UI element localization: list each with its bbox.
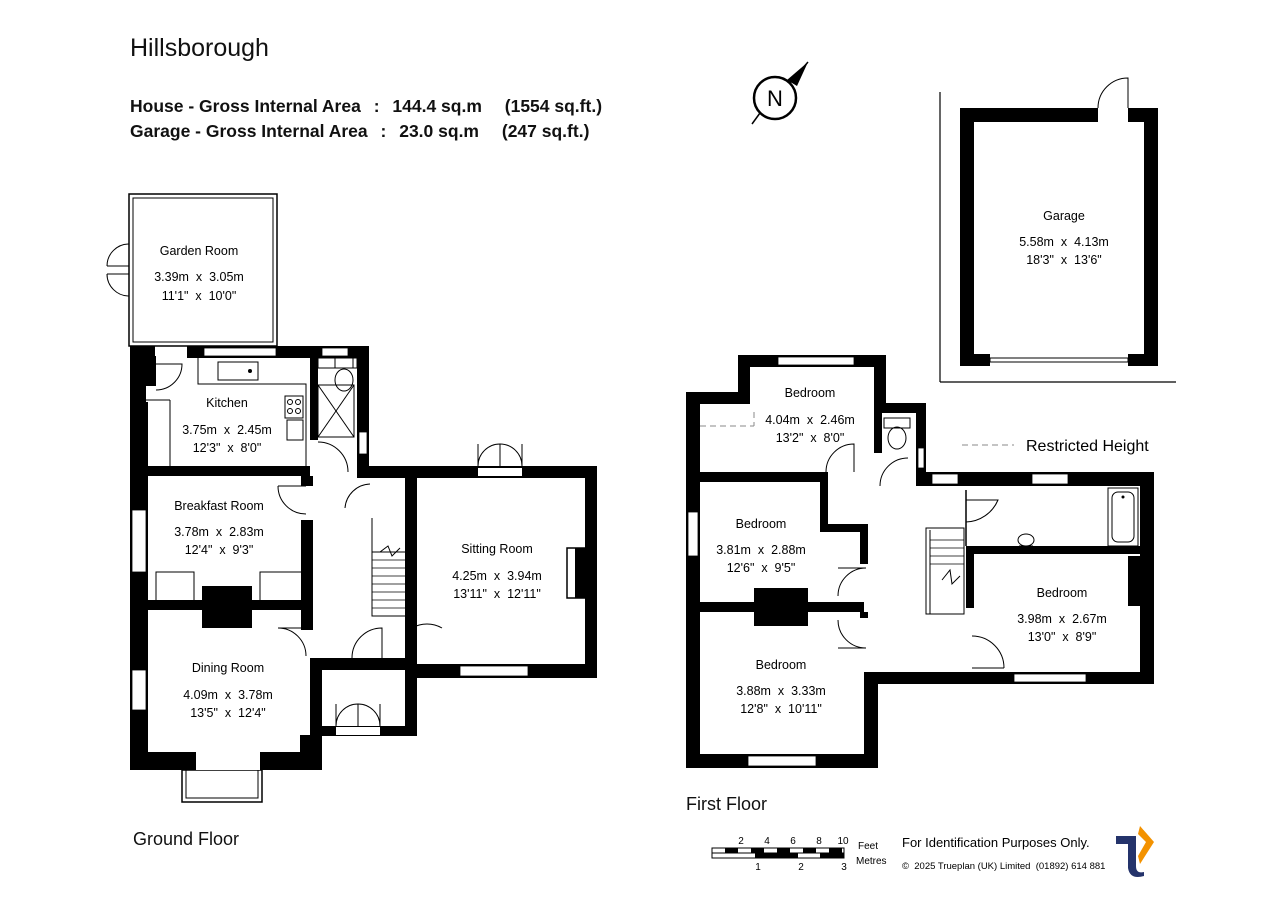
garage-plan: [939, 77, 1176, 383]
house-area-label: House - Gross Internal Area: [130, 96, 361, 116]
svg-text:12'8" x 10'11": 12'8" x 10'11": [740, 702, 822, 716]
svg-text:Kitchen: Kitchen: [206, 396, 248, 410]
svg-text:3.88m x 3.33m: 3.88m x 3.33m: [736, 684, 826, 698]
bedroom-1-label: Bedroom 4.04m x 2.46m 13'2" x 8'0": [765, 386, 855, 445]
garden-room-label: Garden Room 3.39m x 3.05m 11'1" x 10'0": [154, 244, 244, 303]
garage-area-imperial: (247 sq.ft.): [501, 121, 590, 141]
metres-label: Metres: [856, 856, 887, 867]
house-area-line: House - Gross Internal Area : 144.4 sq.m…: [130, 96, 602, 117]
svg-text:4.04m x 2.46m: 4.04m x 2.46m: [765, 413, 855, 427]
svg-text:3.39m x 3.05m: 3.39m x 3.05m: [154, 270, 244, 284]
dining-room-label: Dining Room 4.09m x 3.78m 13'5" x 12'4": [183, 661, 273, 720]
svg-text:5.58m x 4.13m: 5.58m x 4.13m: [1019, 235, 1109, 249]
metre-tick-1: 1: [755, 862, 761, 873]
svg-text:13'0" x 8'9": 13'0" x 8'9": [1028, 630, 1097, 644]
svg-text:Breakfast Room: Breakfast Room: [174, 499, 264, 513]
svg-text:3.78m x 2.83m: 3.78m x 2.83m: [174, 525, 264, 539]
garage-area-metric: 23.0 sq.m: [399, 121, 479, 141]
feet-tick-4: 4: [764, 836, 770, 847]
bedroom-2-label: Bedroom 3.81m x 2.88m 12'6" x 9'5": [716, 517, 806, 575]
svg-text:18'3" x 13'6": 18'3" x 13'6": [1026, 253, 1102, 267]
trueplan-logo-icon: [1116, 826, 1154, 877]
garage-area-separator: :: [380, 121, 387, 141]
svg-text:Dining Room: Dining Room: [192, 661, 264, 675]
svg-text:Sitting Room: Sitting Room: [461, 542, 533, 556]
svg-text:Bedroom: Bedroom: [1037, 586, 1088, 600]
svg-text:4.09m x 3.78m: 4.09m x 3.78m: [183, 688, 273, 702]
svg-text:13'5" x 12'4": 13'5" x 12'4": [190, 706, 266, 720]
svg-text:3.98m x 2.67m: 3.98m x 2.67m: [1017, 612, 1107, 626]
house-area-imperial: (1554 sq.ft.): [504, 96, 603, 116]
svg-text:Garage: Garage: [1043, 209, 1085, 223]
ground-floor-plan: [106, 193, 597, 803]
svg-text:12'6" x 9'5": 12'6" x 9'5": [727, 561, 796, 575]
compass-letter: N: [767, 86, 783, 111]
garage-area-label: Garage - Gross Internal Area: [130, 121, 368, 141]
svg-text:Bedroom: Bedroom: [785, 386, 836, 400]
svg-text:Bedroom: Bedroom: [736, 517, 787, 531]
breakfast-room-label: Breakfast Room 3.78m x 2.83m 12'4" x 9'3…: [174, 499, 264, 557]
svg-text:3.81m x 2.88m: 3.81m x 2.88m: [716, 543, 806, 557]
garage-area-line: Garage - Gross Internal Area : 23.0 sq.m…: [130, 121, 589, 142]
house-area-separator: :: [373, 96, 380, 116]
north-compass-icon: N: [751, 61, 809, 125]
svg-text:Garden Room: Garden Room: [160, 244, 239, 258]
metre-tick-2: 2: [798, 862, 804, 873]
house-area-metric: 144.4 sq.m: [392, 96, 482, 116]
first-floor-plan: [686, 355, 1154, 768]
identification-note: For Identification Purposes Only.: [902, 835, 1090, 850]
feet-tick-10: 10: [837, 836, 849, 847]
feet-tick-8: 8: [816, 836, 822, 847]
kitchen-label: Kitchen 3.75m x 2.45m 12'3" x 8'0": [182, 396, 272, 455]
metre-tick-3: 3: [841, 862, 847, 873]
first-floor-title: First Floor: [686, 794, 767, 814]
scale-bar: 2 4 6 8 10 1 2 3 Feet Metres: [711, 836, 887, 873]
copyright-note: © 2025 Trueplan (UK) Limited (01892) 614…: [902, 861, 1105, 872]
restricted-height-legend: Restricted Height: [962, 438, 1149, 455]
garage-label: Garage 5.58m x 4.13m 18'3" x 13'6": [1019, 209, 1109, 267]
bedroom-3-label: Bedroom 3.98m x 2.67m 13'0" x 8'9": [1017, 586, 1107, 644]
svg-text:Restricted Height: Restricted Height: [1026, 438, 1149, 455]
svg-text:11'1" x 10'0": 11'1" x 10'0": [162, 289, 237, 303]
feet-tick-6: 6: [790, 836, 796, 847]
svg-text:12'4" x 9'3": 12'4" x 9'3": [185, 543, 254, 557]
svg-text:Bedroom: Bedroom: [756, 658, 807, 672]
bedroom-4-label: Bedroom 3.88m x 3.33m 12'8" x 10'11": [736, 658, 826, 716]
sitting-room-label: Sitting Room 4.25m x 3.94m 13'11" x 12'1…: [452, 542, 542, 601]
svg-text:12'3" x 8'0": 12'3" x 8'0": [193, 441, 262, 455]
ground-floor-title: Ground Floor: [133, 829, 240, 849]
feet-tick-2: 2: [738, 836, 744, 847]
svg-text:4.25m x 3.94m: 4.25m x 3.94m: [452, 569, 542, 583]
feet-label: Feet: [858, 841, 878, 852]
svg-text:13'2" x 8'0": 13'2" x 8'0": [776, 431, 845, 445]
page-title: Hillsborough: [130, 34, 269, 62]
svg-text:13'11" x 12'11": 13'11" x 12'11": [453, 587, 541, 601]
svg-text:3.75m x 2.45m: 3.75m x 2.45m: [182, 423, 272, 437]
